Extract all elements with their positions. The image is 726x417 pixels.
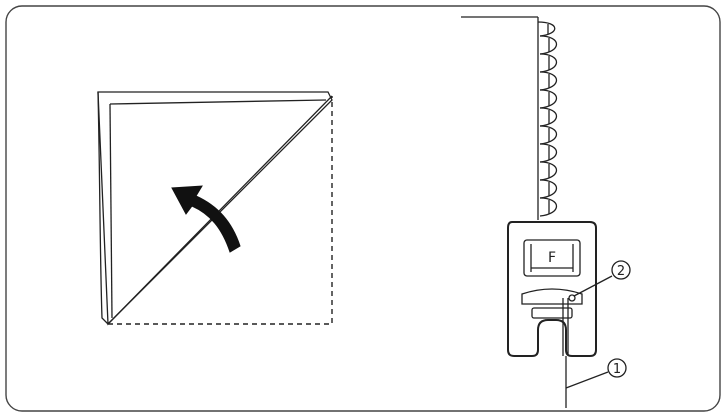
shell-stitch-scallops (537, 21, 558, 217)
fold-top-edge (109, 99, 327, 105)
guide-pin (568, 294, 576, 302)
sewing-illustration: F 2 1 (461, 16, 631, 408)
presser-foot-outline (507, 221, 597, 357)
svg-text:1: 1 (613, 362, 621, 377)
folded-fabric-square (97, 91, 333, 326)
needle-opening (521, 288, 583, 305)
callout-2: 2 (573, 260, 631, 297)
fold-left-inner (109, 103, 113, 319)
fold-inner-edge (97, 91, 109, 325)
svg-text:2: 2 (617, 264, 625, 279)
presser-foot-window (523, 239, 581, 277)
dashed-fabric-outline (108, 96, 333, 325)
presser-foot-letter: F (548, 250, 556, 266)
callout-1: 1 (565, 358, 627, 389)
illustration-frame (5, 5, 721, 412)
diagonal-fold-line (107, 95, 333, 325)
fold-arrow-icon (171, 185, 241, 253)
presser-foot: F (507, 221, 597, 357)
folded-triangle (97, 91, 333, 326)
